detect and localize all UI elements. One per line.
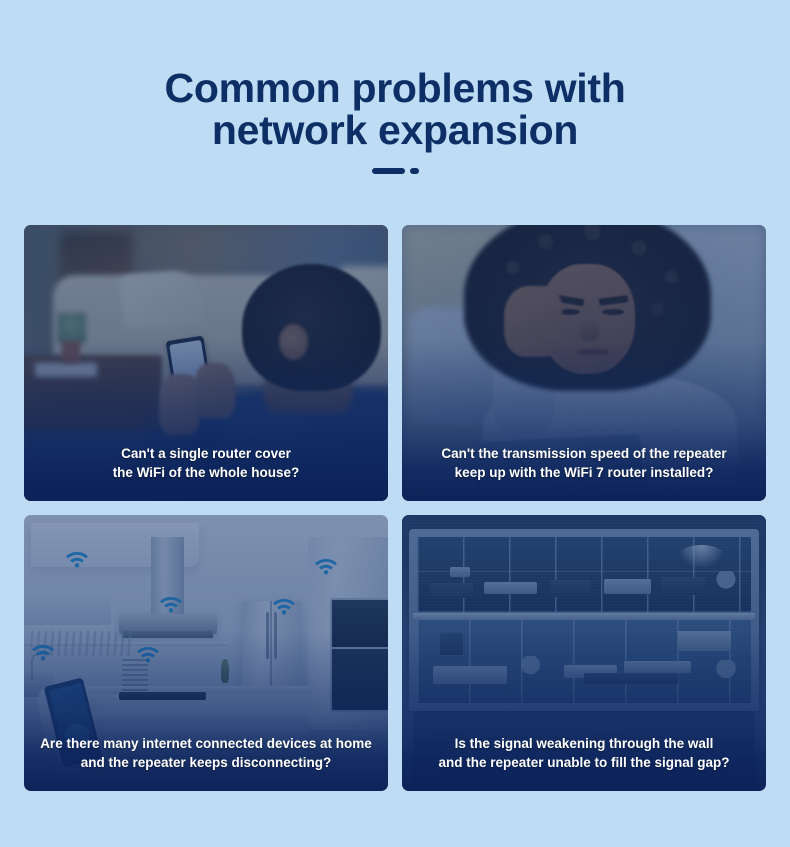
house-upper-floor — [416, 537, 752, 612]
problem-card-grid: Can't a single router cover the WiFi of … — [24, 225, 766, 791]
divider-dot-icon — [409, 167, 419, 174]
card-caption: Can't a single router cover the WiFi of … — [112, 445, 300, 481]
card-many-devices[interactable]: Are there many internet connected device… — [24, 515, 388, 791]
title-divider — [0, 166, 790, 176]
card-caption: Are there many internet connected device… — [40, 735, 372, 771]
card-caption: Can't the transmission speed of the repe… — [441, 445, 727, 481]
page-title: Common problems with network expansion — [164, 65, 626, 153]
house-lower-floor — [416, 619, 752, 703]
card-signal-through-wall[interactable]: Is the signal weakening through the wall… — [402, 515, 766, 791]
card-router-coverage[interactable]: Can't a single router cover the WiFi of … — [24, 225, 388, 501]
page-header: Common problems with network expansion — [0, 0, 790, 176]
divider-dash-icon — [371, 167, 405, 174]
card-caption: Is the signal weakening through the wall… — [438, 735, 730, 771]
card-repeater-speed[interactable]: Can't the transmission speed of the repe… — [402, 225, 766, 501]
